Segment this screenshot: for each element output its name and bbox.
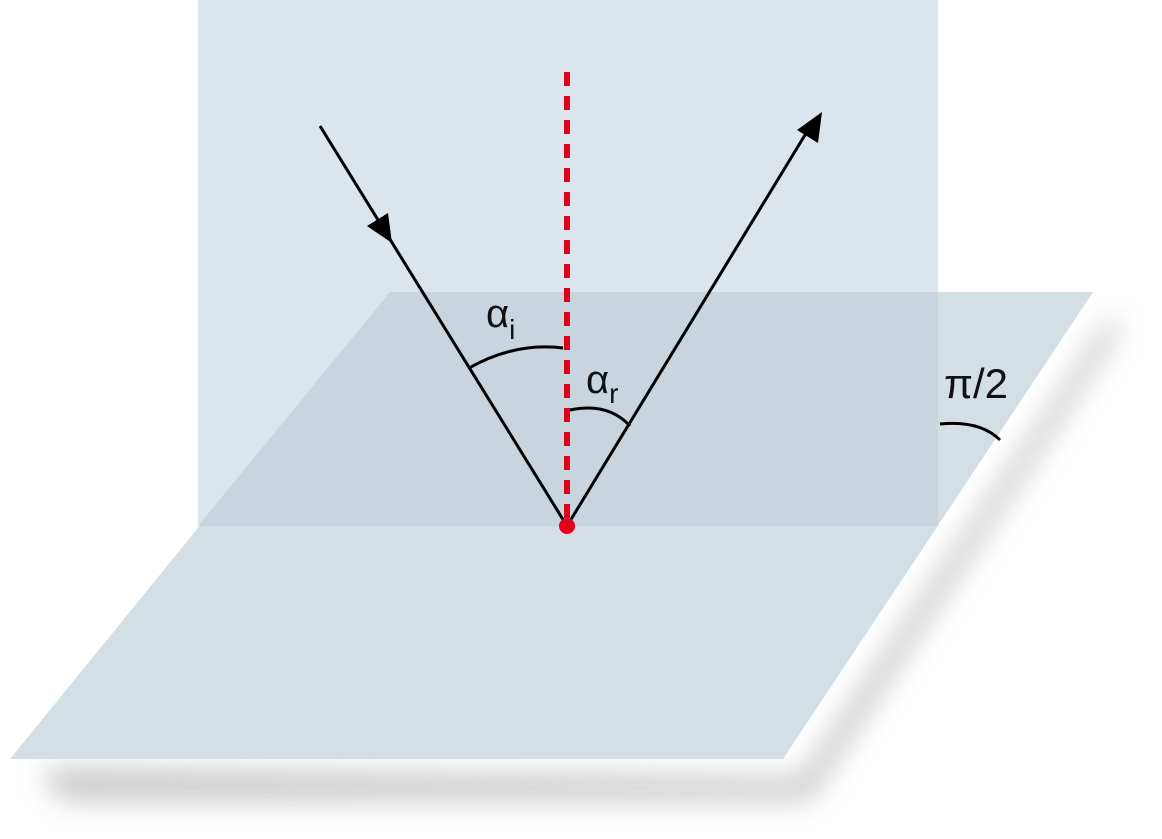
reflection-angle-label: αr bbox=[586, 358, 618, 409]
reflected-arrow-icon bbox=[797, 112, 822, 143]
incident-ray bbox=[318, 125, 569, 527]
incidence-point bbox=[559, 518, 575, 534]
reflection-angle-arc bbox=[569, 406, 632, 428]
plane-angle-label: π/2 bbox=[944, 360, 1008, 407]
incidence-angle-label: αi bbox=[486, 292, 515, 345]
plane-angle-arc bbox=[939, 421, 1002, 442]
incidence-angle-arc bbox=[468, 345, 564, 370]
incident-arrow-icon bbox=[367, 213, 392, 243]
reflected-ray bbox=[565, 129, 810, 527]
